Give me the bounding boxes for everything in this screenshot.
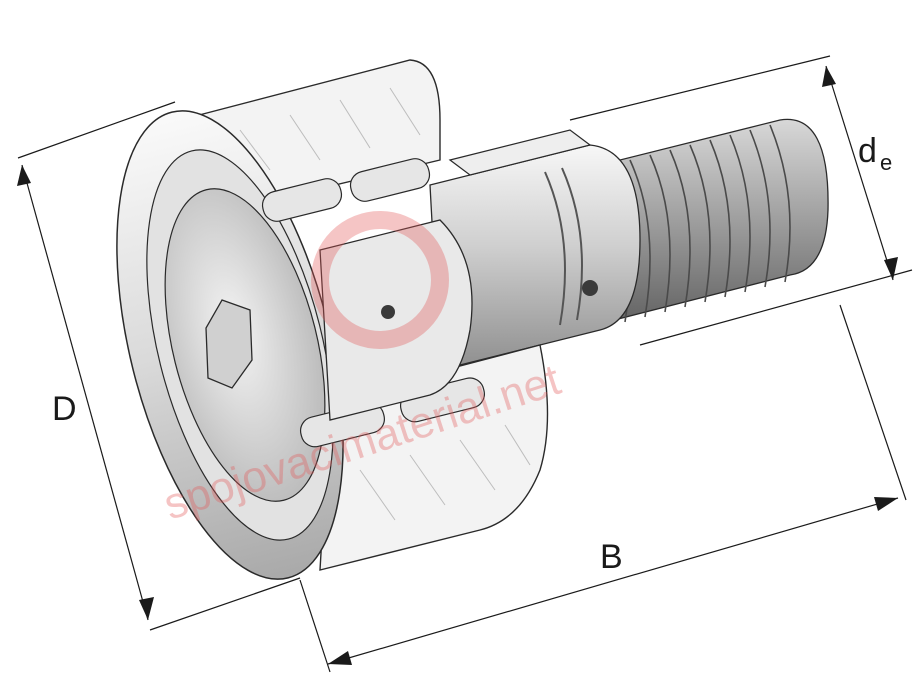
target-logo [311, 211, 449, 349]
de-arrow-top [822, 66, 836, 87]
dimension-lines [17, 55, 913, 673]
dimension-B-label: B [600, 538, 623, 576]
B-arrow-left [328, 651, 352, 665]
de-dimension-line [825, 65, 894, 281]
front-face [116, 110, 344, 580]
D-arrow-top [17, 165, 31, 186]
hex-socket-icon [205, 299, 253, 389]
dimension-D-label: D [52, 390, 77, 428]
B-dimension-line [327, 497, 899, 665]
thread-grooves [609, 124, 791, 323]
de-arrow-bottom [884, 257, 898, 280]
dimension-de-subscript: e [880, 150, 892, 175]
inner-collar [319, 219, 473, 421]
D-arrow-bottom [139, 597, 154, 620]
stud-shaft [429, 129, 641, 371]
lube-hole-front-icon [381, 305, 395, 319]
lube-hole-icon [582, 280, 598, 296]
B-arrow-right [874, 497, 898, 511]
needle-rollers [261, 158, 485, 448]
D-dimension-line [21, 164, 149, 621]
dimension-de-label: d [858, 132, 877, 170]
section-hatching [239, 87, 421, 171]
